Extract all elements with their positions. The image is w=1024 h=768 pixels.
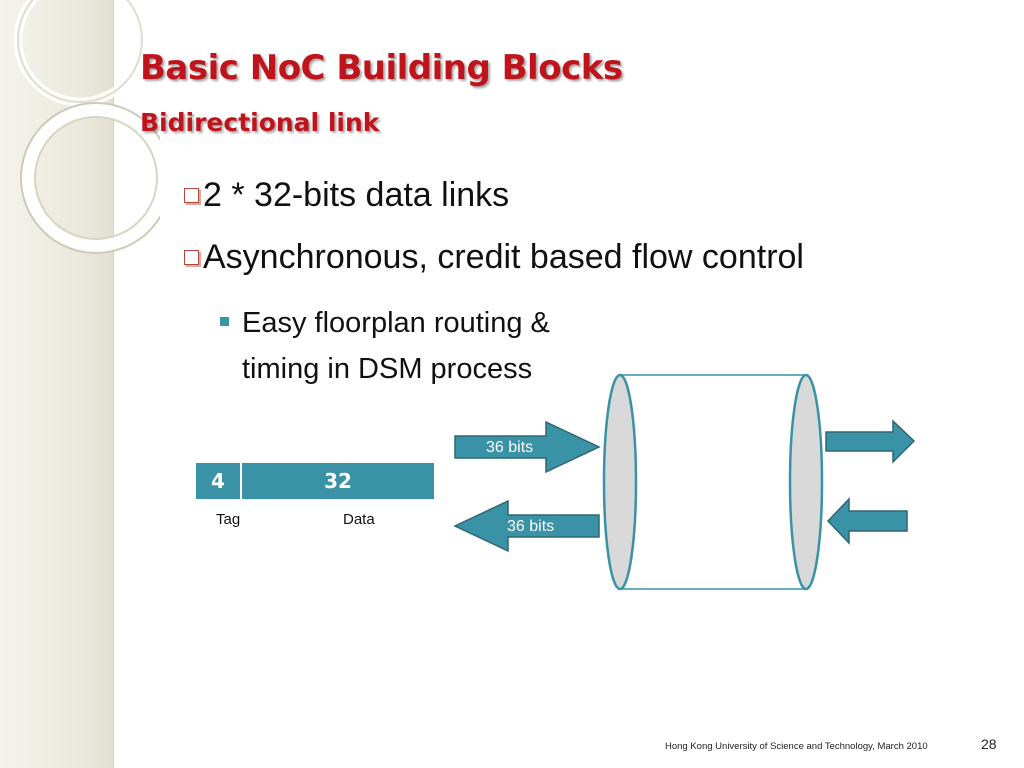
footer-text: Hong Kong University of Science and Tech… xyxy=(665,741,928,752)
bullet-item: Asynchronous, credit based flow control xyxy=(184,238,804,277)
decorative-rings xyxy=(13,0,160,254)
slide-subtitle: Bidirectional link xyxy=(140,108,380,137)
checkbox-bullet-icon xyxy=(184,188,199,203)
data-label: Data xyxy=(343,511,375,528)
page-number: 28 xyxy=(981,736,997,752)
sub-bullet-item: Easy floorplan routing & timing in DSM p… xyxy=(220,300,600,392)
right-input-arrow-icon xyxy=(826,497,908,545)
checkbox-bullet-icon xyxy=(184,250,199,265)
tag-width-cell: 4 xyxy=(196,463,242,499)
forward-arrow-icon xyxy=(454,420,601,474)
tag-label: Tag xyxy=(216,511,241,528)
packet-format-table: 4 32 xyxy=(196,463,434,502)
link-cylinder xyxy=(602,373,824,591)
bullet-text: 2 * 32-bits data links xyxy=(203,176,510,214)
data-width-cell: 32 xyxy=(324,469,352,493)
bullet-text: Asynchronous, credit based flow control xyxy=(203,238,804,276)
square-bullet-icon xyxy=(220,317,229,326)
right-output-arrow-icon xyxy=(825,419,916,464)
slide-title: Basic NoC Building Blocks xyxy=(140,48,623,88)
sub-bullet-text: Easy floorplan routing & timing in DSM p… xyxy=(242,307,550,385)
backward-link-label: 36 bits xyxy=(507,518,555,535)
backward-arrow-icon xyxy=(453,499,600,553)
forward-link-label: 36 bits xyxy=(486,439,534,456)
cylinder-left-end xyxy=(602,373,638,591)
cylinder-right-end xyxy=(788,373,824,591)
bullet-item: 2 * 32-bits data links xyxy=(184,176,509,215)
